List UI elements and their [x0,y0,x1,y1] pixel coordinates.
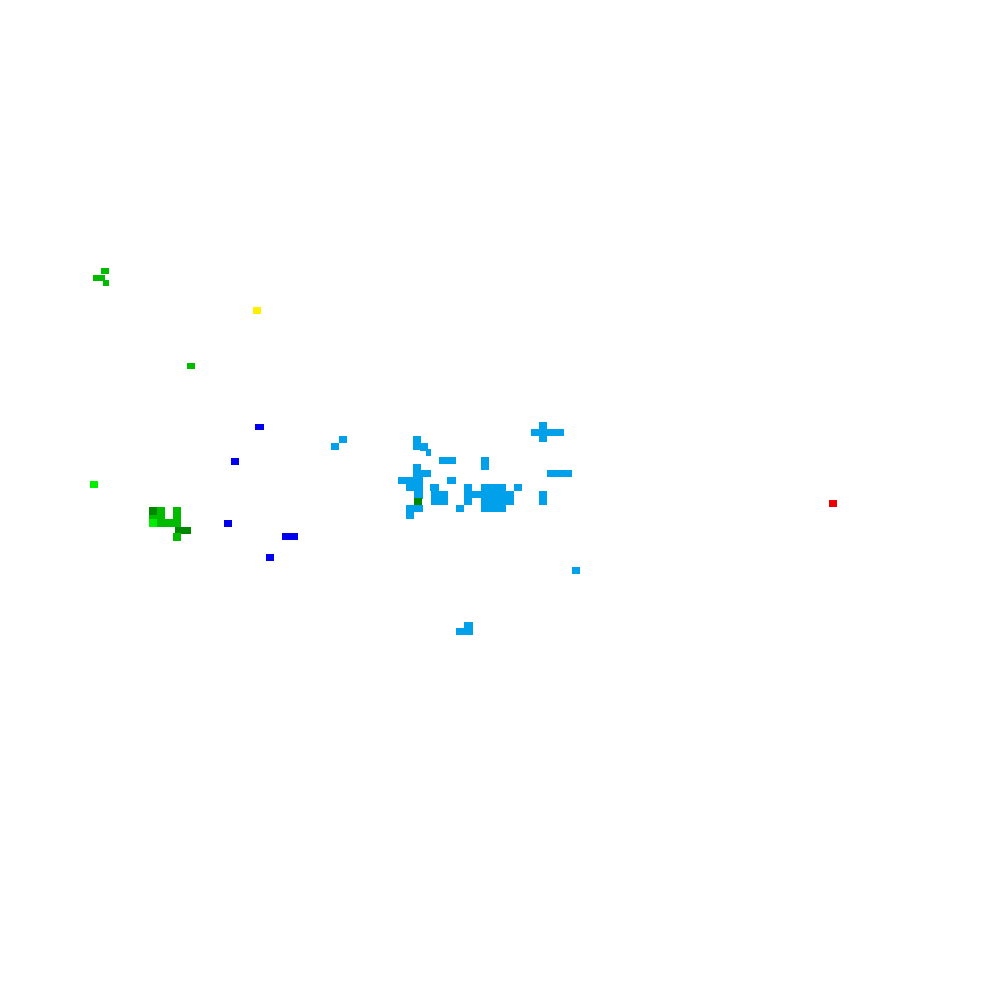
blue-pixel [231,458,239,465]
blue-pixel [282,533,298,540]
sky-pixel [572,567,580,574]
blue-pixel [255,424,264,430]
sky-pixel [506,491,514,505]
sky-pixel [456,628,472,635]
green-pixel [414,498,422,505]
sky-pixel [531,429,564,436]
yellow-pixel [253,307,261,314]
sky-pixel [439,457,456,464]
sky-pixel [414,491,423,499]
sky-pixel [426,449,431,456]
green-pixel [187,363,195,369]
sky-pixel [539,491,547,505]
sky-pixel [339,436,347,443]
red-pixel [829,500,837,507]
sky-pixel [481,457,489,470]
sky-pixel [447,477,456,484]
sky-pixel [420,470,431,477]
green-pixel [101,268,109,274]
sky-pixel [414,505,423,512]
green-pixel [157,507,165,527]
sky-pixel [331,443,339,450]
sky-pixel [456,505,464,512]
sky-pixel [481,484,506,512]
green-pixel [103,280,109,286]
sky-pixel [439,491,448,505]
blue-pixel [224,520,232,527]
sky-pixel [464,484,472,505]
lime-pixel [90,481,98,488]
green-pixel [165,519,175,527]
green-pixel [93,275,105,281]
lime-pixel [149,519,157,527]
sky-pixel [430,484,439,491]
blue-pixel [266,554,274,561]
sky-pixel [406,505,414,519]
sky-pixel [413,436,421,450]
green-pixel [175,527,191,534]
sky-pixel [514,484,522,491]
sky-pixel [413,464,421,477]
green-pixel [173,507,181,527]
sky-pixel [420,443,428,451]
sky-pixel [472,491,481,498]
sky-pixel [406,477,423,491]
green-pixel [173,533,181,541]
sky-pixel [547,470,572,477]
